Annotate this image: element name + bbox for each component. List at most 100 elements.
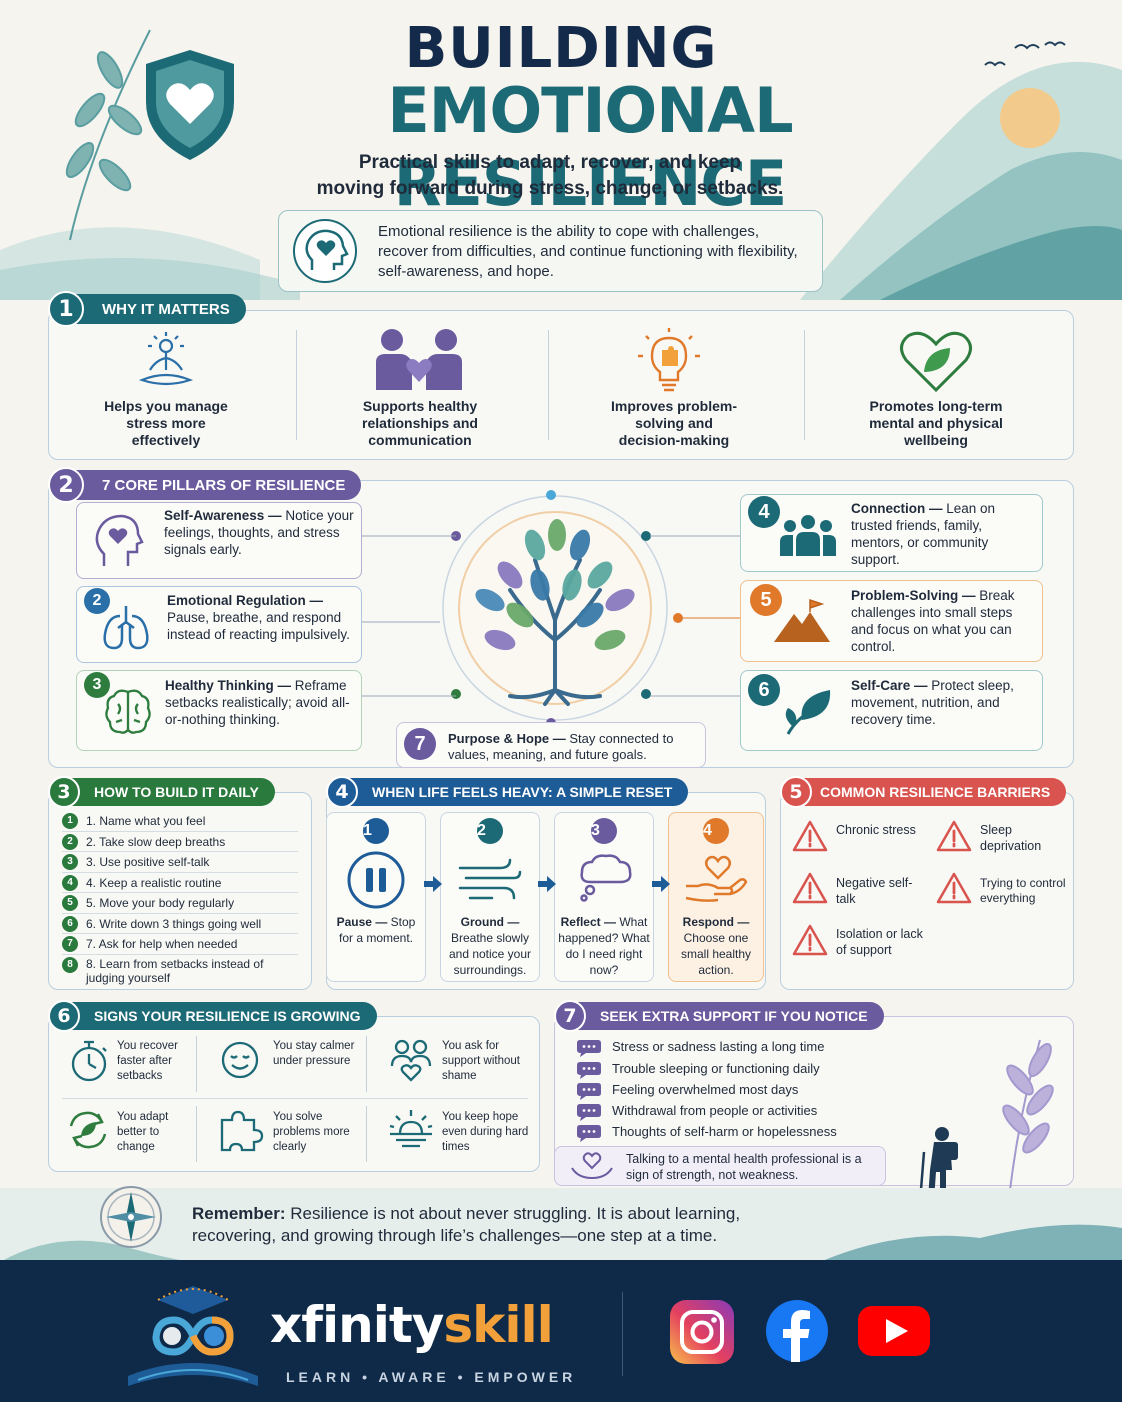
calm-face-icon — [221, 1041, 259, 1079]
group-people-icon — [780, 515, 836, 556]
pillar-name: Self-Awareness — [164, 508, 265, 523]
facebook-icon[interactable] — [764, 1298, 830, 1364]
sign-item: You recover faster after setbacks — [117, 1040, 178, 1082]
compass-icon — [100, 1186, 162, 1248]
pillar-desc: Pause, breathe, and respond instead of r… — [167, 610, 350, 642]
step-desc: Breathe slowly and notice your surroundi… — [448, 931, 532, 977]
step-name: Reflect — — [560, 915, 616, 929]
warning-icon — [936, 820, 972, 852]
remember-background-art — [0, 1188, 1122, 1262]
seek-item: Trouble sleeping or functioning daily — [612, 1061, 820, 1076]
barriers-number: 5 — [780, 776, 812, 808]
list-text: 3. Use positive self-talk — [86, 855, 210, 869]
tree-diagram — [442, 490, 683, 726]
seek-item: Withdrawal from people or activities — [612, 1103, 818, 1118]
heart-leaf-icon — [900, 331, 972, 393]
sign-item: You keep hope even during hard times — [442, 1111, 529, 1153]
pillar-self-awareness-text: Self-Awareness — Notice your feelings, t… — [164, 508, 354, 557]
youtube-icon[interactable] — [856, 1304, 932, 1358]
sign-item: You stay calmer under pressure — [273, 1040, 355, 1067]
step-desc: What happened? What do I need right now? — [558, 915, 650, 977]
pillar-problem-solving-text: Problem-Solving — Break challenges into … — [851, 588, 1015, 654]
list-number: 7 — [62, 936, 78, 952]
definition-text: Emotional resilience is the ability to c… — [378, 223, 798, 280]
pillar-desc: Notice your feelings, thoughts, and stre… — [164, 508, 354, 557]
list-number: 3 — [62, 854, 78, 870]
seek-item: Stress or sadness lasting a long time — [612, 1039, 825, 1054]
instagram-icon[interactable] — [668, 1298, 736, 1366]
pillar-desc: Lean on trusted friends, family, mentors… — [851, 501, 996, 567]
why-item-wellbeing: Promotes long-term mental and physical w… — [869, 398, 1003, 448]
stopwatch-icon — [71, 1040, 107, 1082]
footer-divider — [622, 1292, 623, 1376]
barrier-item: Isolation or lack of support — [836, 927, 923, 957]
pillar-name: Connection — [851, 501, 926, 516]
barriers-title: COMMON RESILIENCE BARRIERS — [788, 778, 1067, 806]
sign-item: You adapt better to change — [117, 1111, 169, 1153]
chat-bubble-icon — [577, 1040, 601, 1057]
pillar-desc: Reframe setbacks realistically; avoid al… — [165, 678, 350, 727]
list-item: 3 3. Use positive self-talk — [62, 852, 298, 873]
brand-name-a: xfinity — [270, 1296, 444, 1354]
pillar-desc: Stay connected to values, meaning, and f… — [448, 731, 674, 762]
signs-divider — [366, 1106, 367, 1162]
arrow-icon — [652, 876, 670, 892]
list-text: 2. Take slow deep breaths — [86, 834, 226, 849]
shield-heart-icon — [146, 50, 234, 160]
head-heart-icon — [293, 219, 357, 283]
step-name: Ground — — [460, 915, 520, 929]
list-item: 4 4. Keep a realistic routine — [62, 873, 298, 893]
why-title: WHY IT MATTERS — [56, 294, 246, 324]
lungs-icon — [103, 606, 149, 650]
step-name: Pause — — [336, 915, 388, 929]
signs-divider — [196, 1036, 197, 1092]
why-number: 1 — [48, 291, 84, 327]
list-number: 4 — [62, 874, 78, 891]
pillar-self-awareness — [76, 502, 362, 579]
seek-note-box — [554, 1146, 886, 1186]
why-divider — [296, 330, 297, 440]
seek-note: Talking to a mental health professional … — [626, 1152, 862, 1182]
pillar-name: Problem-Solving — [851, 588, 959, 603]
pillar-number: 4 — [748, 496, 780, 528]
why-divider — [804, 330, 805, 440]
pillar-connection — [740, 494, 1043, 572]
header-background-art — [0, 29, 1122, 300]
pillar-number: 6 — [748, 674, 780, 706]
arrow-icon — [424, 876, 442, 892]
step-number: 1 — [363, 818, 389, 844]
signs-divider — [366, 1036, 367, 1092]
pillar-number: 7 — [404, 728, 436, 760]
pillar-number: 2 — [84, 588, 110, 614]
brand-logo-icon — [128, 1286, 258, 1386]
seek-number: 7 — [554, 1000, 586, 1032]
why-divider — [548, 330, 549, 440]
pillar-self-care-text: Self-Care — Protect sleep, movement, nut… — [851, 678, 1014, 727]
chat-bubble-icon — [577, 1062, 601, 1079]
chat-bubble-icon — [577, 1125, 601, 1142]
pillars-number: 2 — [48, 467, 84, 503]
chat-bubble-icon — [577, 1104, 601, 1121]
list-number: 5 — [62, 895, 78, 911]
barrier-item: Sleep deprivation — [980, 823, 1042, 853]
list-text: 6. Write down 3 things going well — [86, 916, 262, 931]
list-item: 5 5. Move your body regularly — [62, 893, 298, 914]
sign-item: You solve problems more clearly — [273, 1111, 350, 1153]
step-number: 3 — [591, 818, 617, 844]
pillar-emotional-regulation-text: Emotional Regulation — Pause, breathe, a… — [167, 593, 350, 642]
warning-icon — [936, 872, 972, 904]
list-text: 4. Keep a realistic routine — [86, 875, 222, 890]
thought-bubble-icon — [580, 854, 632, 902]
pillar-healthy-thinking-text: Healthy Thinking — Reframe setbacks real… — [165, 678, 350, 727]
list-text: 5. Move your body regularly — [86, 896, 235, 910]
step-ground-text: Ground — Breathe slowly and notice your … — [444, 914, 536, 978]
seek-title: SEEK EXTRA SUPPORT IF YOU NOTICE — [562, 1002, 884, 1030]
pillar-healthy-thinking — [76, 670, 362, 751]
signs-title: SIGNS YOUR RESILIENCE IS GROWING — [56, 1002, 377, 1030]
people-heart-icon — [376, 329, 462, 390]
step-number: 4 — [703, 818, 729, 844]
remember-text: Remember: Resilience is not about never … — [192, 1203, 812, 1247]
meditation-icon — [138, 332, 194, 386]
